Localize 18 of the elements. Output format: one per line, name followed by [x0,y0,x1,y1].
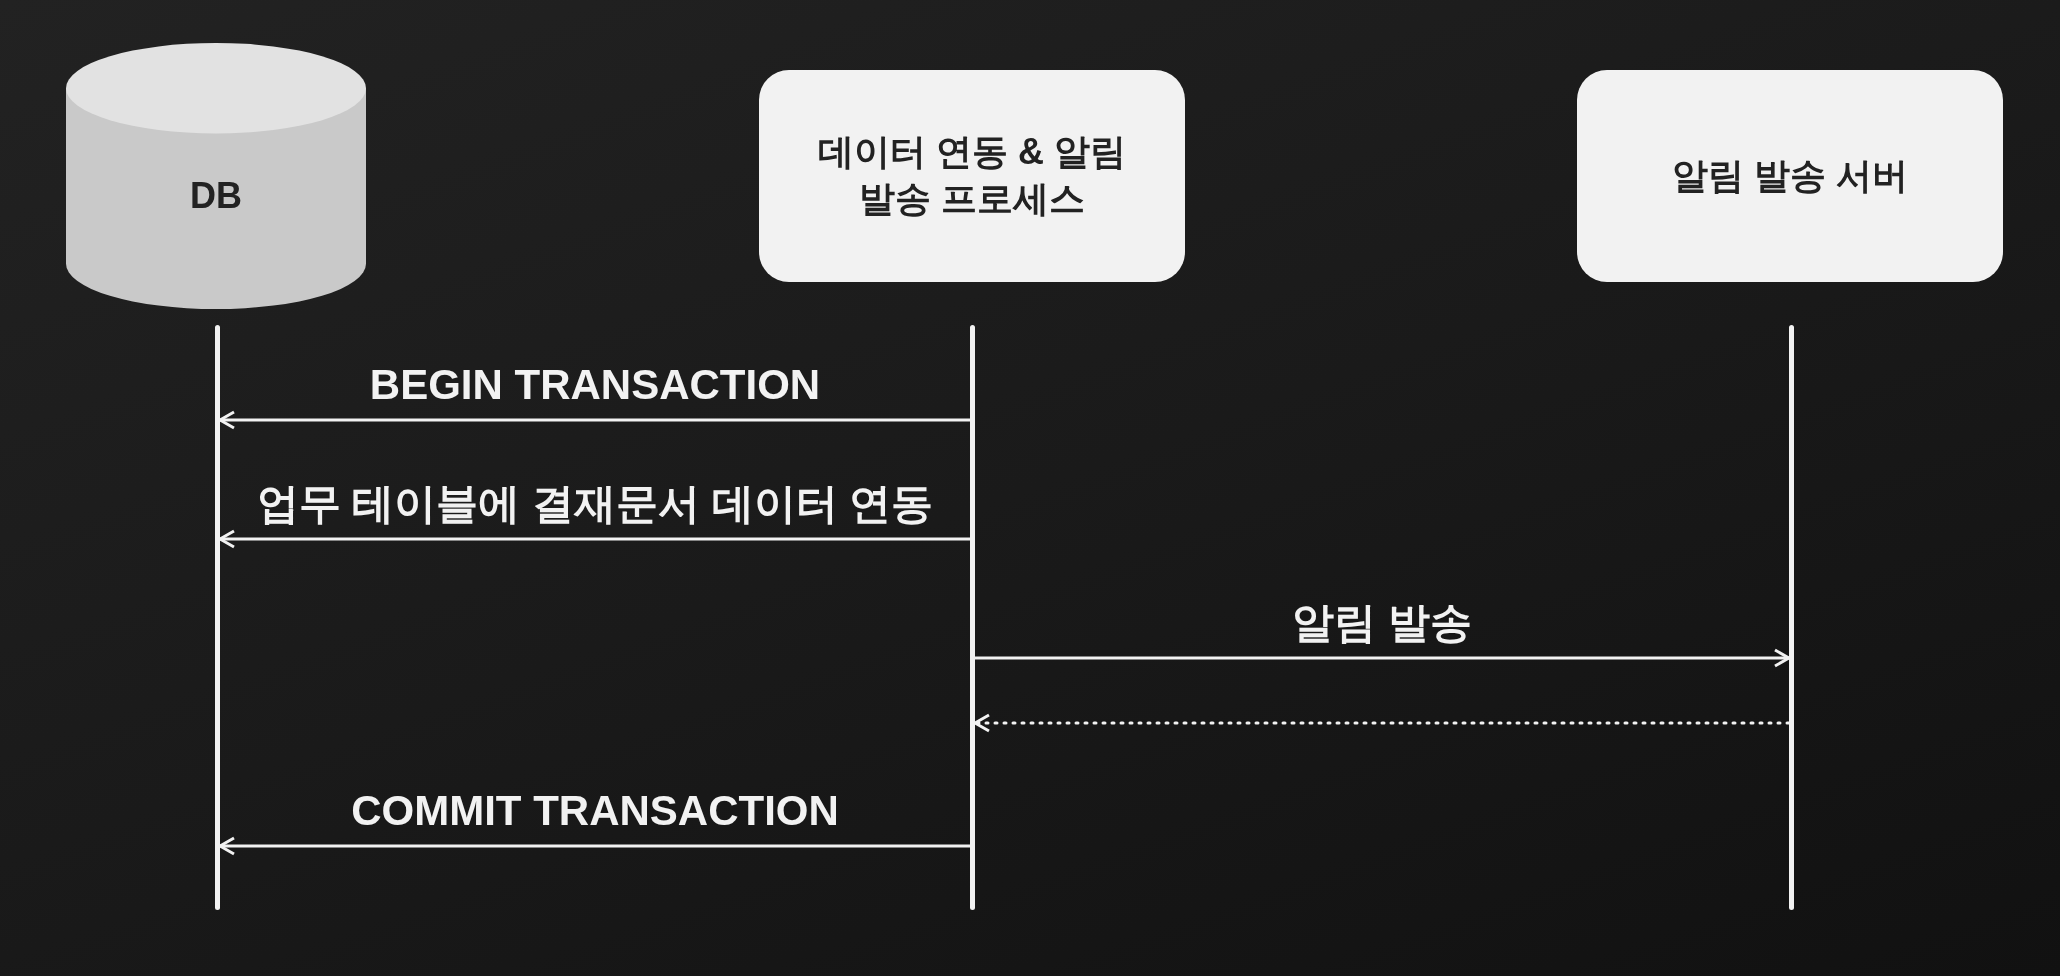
node-label: 알림 발송 서버 [1672,153,1908,198]
process-box [759,70,1185,282]
message-label: BEGIN TRANSACTION [369,362,821,409]
process-box [1577,70,2003,282]
node-label: 데이터 연동 & 알림 발송 프로세스 [817,130,1127,221]
message-label: COMMIT TRANSACTION [351,788,839,835]
message-arrow [218,410,970,430]
message-label: 업무 테이블에 결재문서 데이터 연동 [256,481,934,528]
node-label: DB [190,173,242,218]
lifeline [970,325,975,910]
message-arrow [218,836,970,856]
database-cylinder [66,43,366,309]
message-arrow [975,648,1791,668]
message-label: 알림 발송 [1292,600,1472,647]
lifeline [1789,325,1794,910]
dotted-return-arrow [973,713,1791,733]
message-arrow [218,529,970,549]
lifeline [215,325,220,910]
